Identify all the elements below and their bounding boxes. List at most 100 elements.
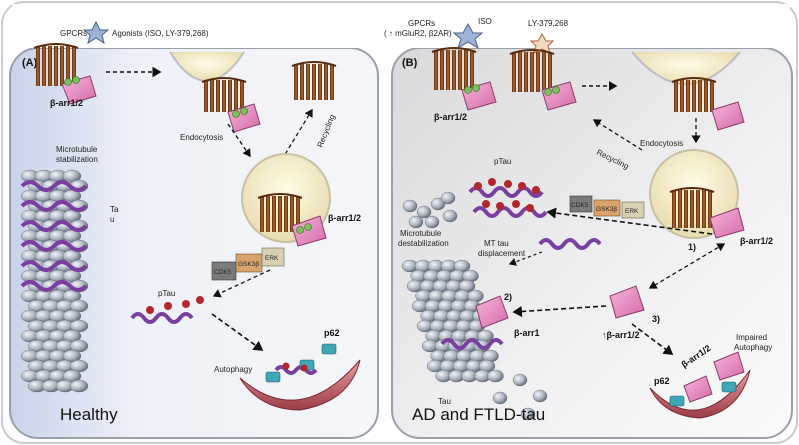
panel-a-mt-label-1: Microtubule bbox=[56, 145, 98, 154]
panel-b-ly-label: LY-379,268 bbox=[528, 19, 569, 28]
tau-wrap bbox=[20, 180, 88, 192]
svg-text:CDK5: CDK5 bbox=[571, 202, 589, 209]
panel-b-mt-disp-1: MT tau bbox=[484, 239, 509, 248]
iso-star-icon bbox=[452, 22, 484, 50]
tau-wrap bbox=[20, 200, 88, 212]
panel-a-tau-label-2: u bbox=[110, 215, 114, 224]
tubulin-subunit bbox=[512, 373, 528, 387]
beta-arrestin-up-b bbox=[609, 285, 645, 319]
beta-arrestin-endosome-b bbox=[709, 207, 745, 239]
tau-wrap bbox=[20, 220, 88, 232]
panel-a-agonists-label: Agonists (ISO, LY-379,268) bbox=[112, 29, 209, 38]
microtubule-a bbox=[20, 169, 89, 393]
panel-a-autophagy-label: Autophagy bbox=[214, 365, 252, 374]
gpcr-receptor-endosome-a bbox=[257, 193, 303, 232]
panel-b-tag: (B) bbox=[402, 57, 418, 69]
tubulin-subunit bbox=[487, 369, 504, 383]
ptau-aggregate-a bbox=[265, 343, 337, 383]
autophagosome-a bbox=[239, 359, 361, 411]
panel-b-tau-label: Tau bbox=[438, 397, 451, 406]
ly-star-icon bbox=[529, 32, 555, 54]
panel-b-step1: 1) bbox=[688, 242, 696, 252]
tubulin-subunit bbox=[430, 197, 446, 211]
panel-a-extracellular bbox=[12, 4, 376, 48]
phospho-dot bbox=[544, 88, 552, 96]
ptau-b bbox=[468, 178, 548, 218]
tau-wrap bbox=[20, 240, 88, 252]
panel-b-barr1-label: β-arr1 bbox=[514, 328, 540, 338]
panel-a-endocytosis-label: Endocytosis bbox=[180, 133, 223, 142]
autophagosome-b bbox=[649, 369, 751, 419]
panel-a-tag: (A) bbox=[22, 57, 38, 69]
kinase-gsk3b-a: GSK3β bbox=[235, 253, 263, 273]
agonist-star-icon bbox=[82, 20, 110, 45]
panel-b-mt-destab-2: destabilization bbox=[398, 239, 449, 248]
tubulin-subunit bbox=[416, 205, 432, 219]
displaced-tau-b bbox=[538, 238, 602, 250]
panel-a-gpcrs-label: GPCRs bbox=[60, 29, 87, 38]
tau-bound-b bbox=[440, 338, 504, 350]
tubulin-subunit bbox=[442, 209, 458, 223]
panel-b-endocytosis-label: Endocytosis bbox=[640, 139, 683, 148]
panel-a-p62-label: p62 bbox=[324, 328, 340, 338]
tubulin-subunit bbox=[440, 191, 456, 205]
panel-b-gpcrs-sub: ( ↑ mGluR2, β2AR) bbox=[384, 29, 452, 38]
panel-a-barr2-label: β-arr1/2 bbox=[328, 213, 361, 223]
panel-a-barr-label: β-arr1/2 bbox=[50, 98, 83, 108]
barr-aggregate-b bbox=[669, 351, 745, 407]
kinase-cdk5-b: CDK5 bbox=[569, 195, 593, 213]
kinase-cdk5-a: CDK5 bbox=[211, 261, 237, 281]
panel-b-step2: 2) bbox=[504, 292, 512, 302]
panel-b-barr-label: β-arr1/2 bbox=[434, 112, 467, 122]
svg-text:ERK: ERK bbox=[265, 255, 279, 262]
gpcr-receptor-a1 bbox=[33, 43, 79, 86]
panel-a-ptau-label: pTau bbox=[158, 289, 175, 298]
beta-arrestin1-b bbox=[475, 295, 509, 329]
panel-b-p62-label: p62 bbox=[654, 376, 670, 386]
phospho-dot bbox=[232, 110, 240, 118]
kinase-gsk3b-b: GSK3β bbox=[593, 199, 621, 217]
gpcr-receptor-pit-b bbox=[671, 77, 717, 112]
tau-wrap bbox=[20, 260, 88, 272]
tubulin-subunit bbox=[520, 407, 536, 421]
panel-b-iso-label: ISO bbox=[478, 17, 492, 26]
panel-b-barr-up-label: ↑β-arr1/2 bbox=[602, 330, 640, 340]
arrow-step3 bbox=[631, 323, 674, 355]
panel-b-mt-disp-2: displacement bbox=[478, 249, 526, 258]
gpcr-receptor-pit bbox=[201, 77, 247, 112]
tubulin-subunit bbox=[408, 215, 424, 229]
gpcr-receptor-endosome-b bbox=[669, 187, 715, 228]
beta-arrestin-pit-b bbox=[711, 101, 745, 131]
phospho-dot bbox=[64, 78, 72, 86]
panel-b-step3: 3) bbox=[652, 314, 660, 324]
panel-b-mt-destab-1: Microtubule bbox=[400, 229, 442, 238]
svg-text:GSK3β: GSK3β bbox=[596, 206, 617, 213]
svg-text:CDK5: CDK5 bbox=[214, 269, 232, 276]
panel-b-state-label: AD and FTLD-tau bbox=[412, 405, 545, 424]
kinase-erk-b: ERK bbox=[621, 201, 645, 219]
tubulin-subunit bbox=[424, 215, 440, 229]
panel-a-mt-label-2: stabilization bbox=[56, 155, 98, 164]
panel-b-impaired-2: Autophagy bbox=[734, 343, 772, 352]
panel-a-tau-label-1: Ta bbox=[110, 205, 119, 214]
panel-b-extracellular bbox=[394, 4, 790, 48]
arrow-endosome-to-barr bbox=[648, 243, 726, 289]
tubulin-subunit bbox=[532, 389, 548, 403]
beta-arrestin-endosome-a bbox=[291, 215, 327, 247]
kinase-erk-a: ERK bbox=[261, 247, 285, 267]
panel-a-state-label: Healthy bbox=[60, 405, 118, 424]
panel-b-ptau-label: pTau bbox=[494, 157, 511, 166]
tubulin-subunit bbox=[402, 199, 418, 213]
phospho-dot bbox=[304, 223, 312, 231]
phospho-dot bbox=[472, 84, 480, 92]
tubulin-subunit bbox=[69, 379, 89, 393]
panel-b-barr-right-label: β-arr1/2 bbox=[740, 236, 773, 246]
svg-text:ERK: ERK bbox=[625, 208, 639, 215]
gpcr-receptor-b2 bbox=[509, 49, 555, 92]
phospho-dot bbox=[464, 86, 472, 94]
svg-text:GSK3β: GSK3β bbox=[238, 261, 259, 268]
phospho-dot bbox=[296, 226, 304, 234]
phospho-dot bbox=[72, 76, 80, 84]
